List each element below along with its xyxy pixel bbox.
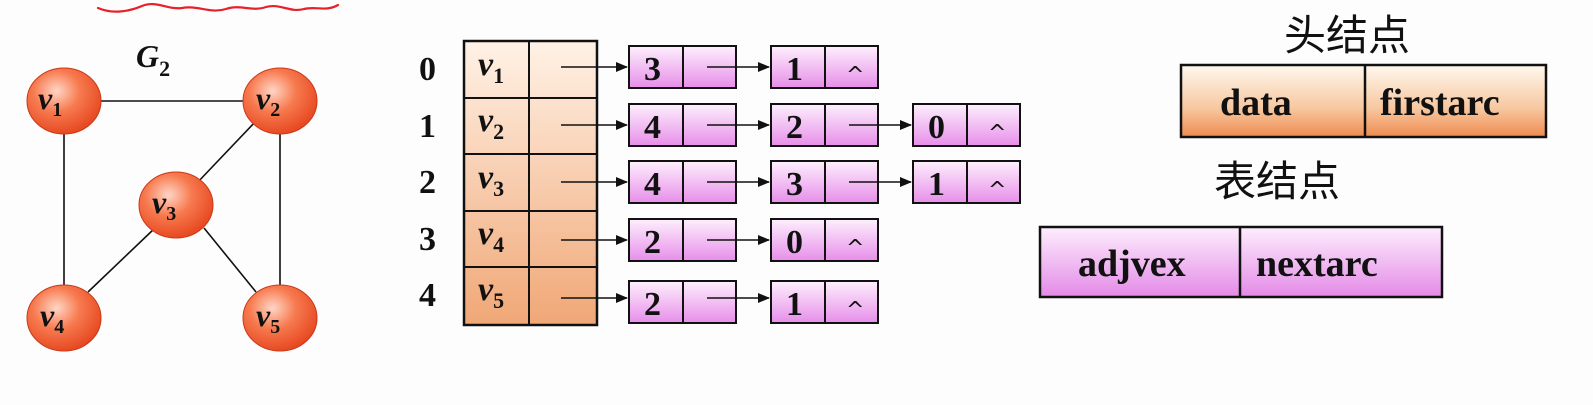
row-1-list: 4 2 0 ^ bbox=[628, 103, 1021, 147]
svg-text:2: 2 bbox=[786, 109, 803, 146]
row-index-2: 2 bbox=[419, 164, 436, 201]
list-node: 4 bbox=[628, 160, 737, 204]
edge-v3-v5 bbox=[203, 227, 257, 293]
head-node-legend: data firstarc bbox=[1179, 63, 1548, 139]
svg-text:0: 0 bbox=[928, 109, 945, 146]
list-node: 2 bbox=[628, 280, 737, 324]
svg-text:v1: v1 bbox=[38, 80, 62, 121]
head-vertex-v4: v4 bbox=[478, 215, 504, 257]
list-node: 1 ^ bbox=[770, 280, 879, 324]
row-index-4: 4 bbox=[419, 277, 436, 314]
row-2-list: 4 3 1 ^ bbox=[628, 160, 1021, 204]
graph-vertex-v2: v2 bbox=[242, 67, 318, 135]
head-field-data: data bbox=[1220, 82, 1292, 124]
list-node: 3 bbox=[628, 45, 737, 89]
head-vertex-v3: v3 bbox=[478, 159, 504, 201]
svg-text:1: 1 bbox=[786, 51, 803, 88]
table-node-title: 表结点 bbox=[1214, 157, 1340, 206]
svg-text:1: 1 bbox=[928, 166, 945, 203]
graph-title: G2 bbox=[136, 38, 170, 81]
head-node-title: 头结点 bbox=[1284, 11, 1410, 60]
graph-edges bbox=[63, 100, 281, 293]
svg-text:v2: v2 bbox=[256, 80, 280, 121]
head-vertex-v2: v2 bbox=[478, 102, 504, 144]
edge-v3-v4 bbox=[87, 227, 156, 293]
table-field-adjvex: adjvex bbox=[1078, 243, 1186, 285]
svg-text:0: 0 bbox=[786, 224, 803, 261]
svg-text:4: 4 bbox=[644, 109, 661, 146]
table-field-nextarc: nextarc bbox=[1256, 243, 1378, 285]
row-index-3: 3 bbox=[419, 221, 436, 258]
list-node: 0 ^ bbox=[912, 103, 1021, 147]
row-0-list: 3 1 ^ bbox=[628, 45, 879, 89]
svg-text:v4: v4 bbox=[40, 297, 64, 338]
head-vertex-labels: v1 v2 v3 v4 v5 bbox=[478, 46, 504, 313]
svg-text:3: 3 bbox=[644, 51, 661, 88]
svg-text:v3: v3 bbox=[152, 184, 176, 225]
head-vertex-v1: v1 bbox=[478, 46, 504, 88]
row-index-1: 1 bbox=[419, 108, 436, 145]
row-index-0: 0 bbox=[419, 51, 436, 88]
null-pointer-symbol: ^ bbox=[988, 178, 1006, 203]
row-3-list: 2 0 ^ bbox=[628, 218, 879, 262]
red-annotation-scribble bbox=[96, 2, 340, 13]
head-arrows bbox=[561, 62, 628, 303]
list-node: 1 ^ bbox=[770, 45, 879, 89]
head-field-firstarc: firstarc bbox=[1380, 82, 1500, 124]
svg-text:v5: v5 bbox=[256, 297, 280, 338]
graph-vertex-v5: v5 bbox=[242, 284, 318, 352]
svg-text:2: 2 bbox=[644, 224, 661, 261]
adjacency-index-labels: 0 1 2 3 4 bbox=[419, 51, 436, 314]
table-node-legend: adjvex nextarc bbox=[1038, 225, 1444, 299]
svg-text:1: 1 bbox=[786, 286, 803, 323]
null-pointer-symbol: ^ bbox=[846, 236, 864, 261]
head-node-array bbox=[462, 39, 599, 327]
null-pointer-symbol: ^ bbox=[846, 298, 864, 323]
svg-text:2: 2 bbox=[644, 286, 661, 323]
svg-text:4: 4 bbox=[644, 166, 661, 203]
row-4-list: 2 1 ^ bbox=[628, 280, 879, 324]
graph-vertex-v1: v1 bbox=[26, 67, 102, 135]
edge-v2-v3 bbox=[195, 120, 257, 185]
graph-vertex-v3: v3 bbox=[138, 171, 214, 239]
list-node: 0 ^ bbox=[770, 218, 879, 262]
list-node: 1 ^ bbox=[912, 160, 1021, 204]
svg-text:3: 3 bbox=[786, 166, 803, 203]
head-vertex-v5: v5 bbox=[478, 271, 504, 313]
null-pointer-symbol: ^ bbox=[988, 121, 1006, 146]
null-pointer-symbol: ^ bbox=[846, 63, 864, 88]
graph-vertex-v4: v4 bbox=[26, 284, 102, 352]
